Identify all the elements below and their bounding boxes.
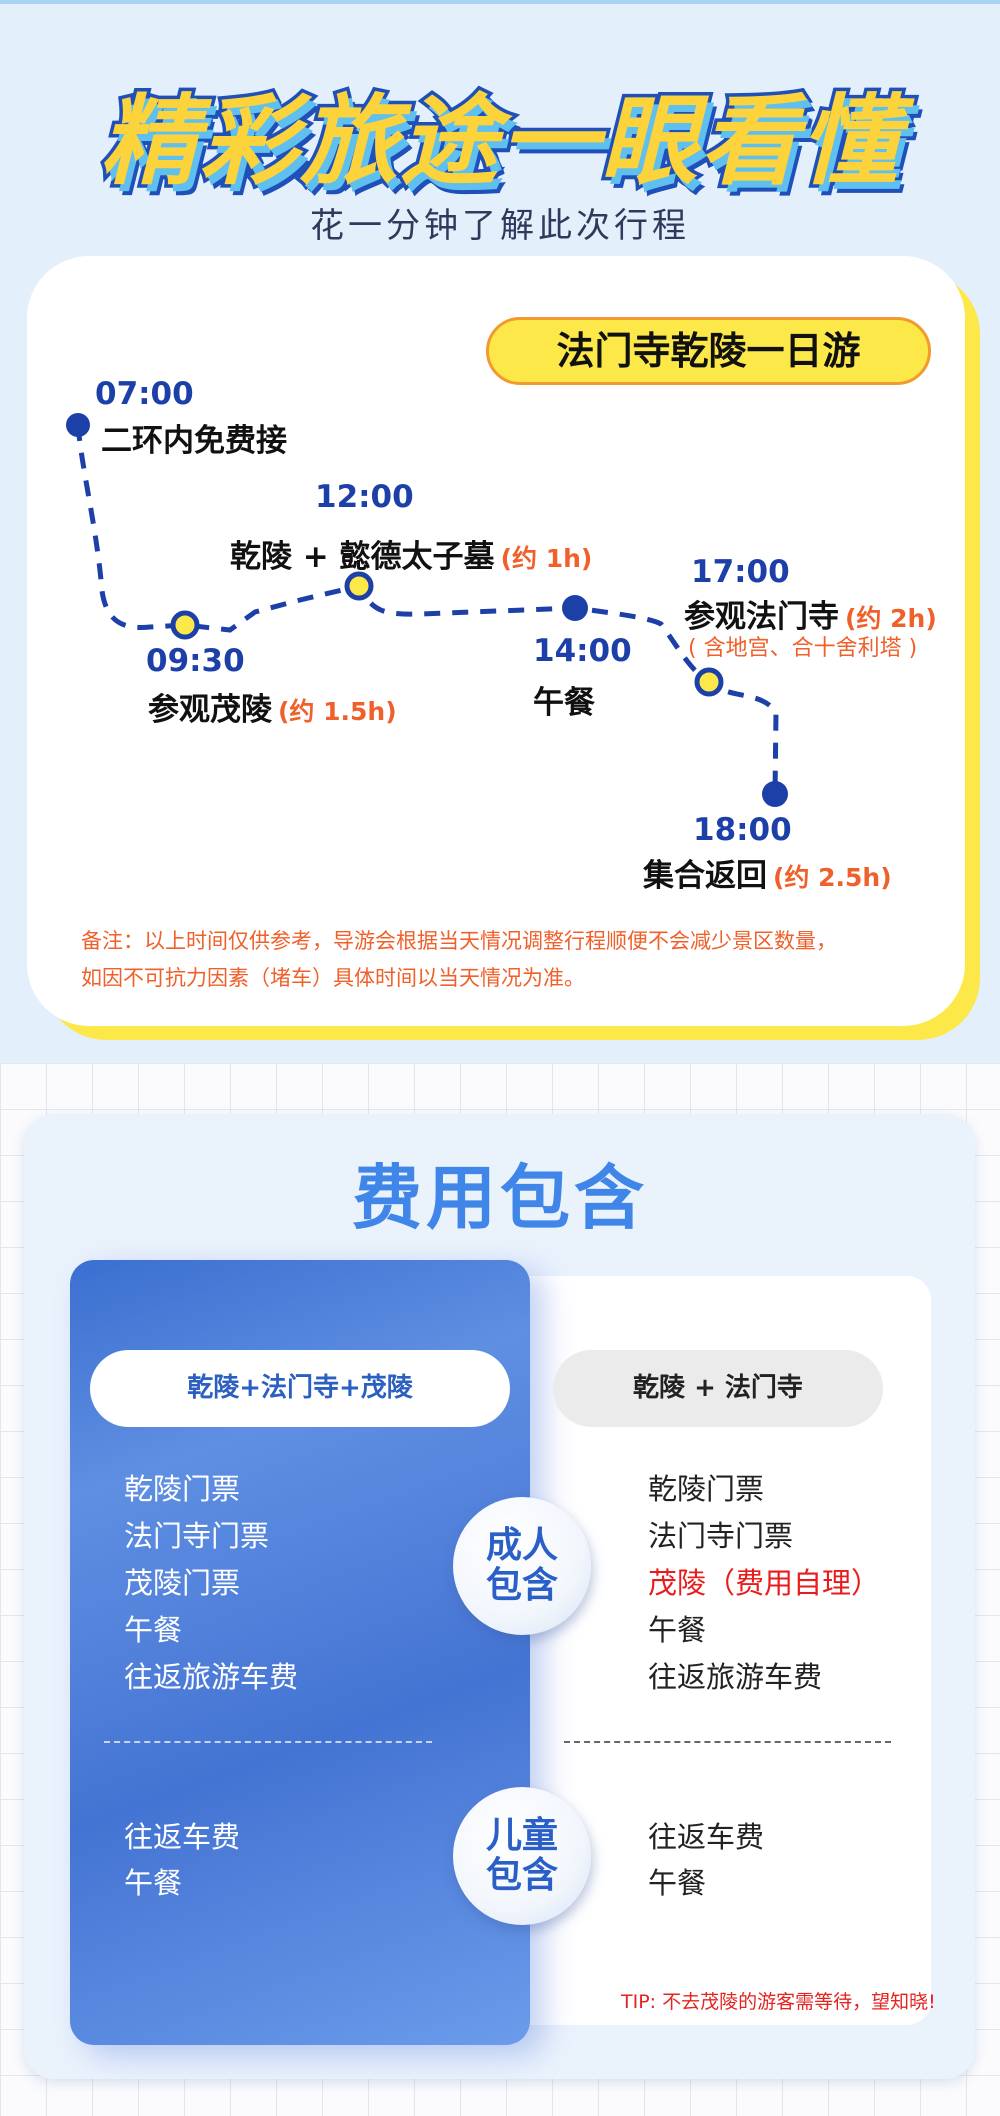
tip-text: TIP: 不去茂陵的游客需等待，望知晓! (621, 1991, 936, 2013)
stop-place-label: 参观法门寺 (684, 599, 839, 635)
adult-included-badge: 成人 包含 (453, 1497, 591, 1635)
adult-item-excluded: 茂陵（费用自理） (648, 1566, 881, 1600)
stop-time: 12:00 (315, 479, 414, 515)
package-name-full: 乾陵+法门寺+茂陵 (90, 1350, 510, 1427)
adult-item: 午餐 (648, 1613, 707, 1647)
stop-duration: (约 2h) (845, 604, 937, 633)
adult-item: 乾陵门票 (648, 1472, 765, 1506)
route-dot-1800 (762, 781, 788, 807)
route-dot-1700 (694, 667, 724, 697)
stop-place: 乾陵 + 懿德太子墓(约 1h) (230, 531, 592, 576)
route-path (75, 424, 779, 795)
stop-time: 07:00 (95, 376, 194, 412)
stop-duration: (约 2.5h) (773, 863, 892, 892)
stop-time: 14:00 (533, 633, 632, 669)
stop-place-label: 午餐 (533, 685, 595, 721)
fees-title: 费用包含 (352, 1157, 648, 1239)
child-item: 午餐 (648, 1866, 707, 1900)
stop-time: 18:00 (693, 812, 792, 848)
child-item: 午餐 (124, 1866, 183, 1900)
child-item: 往返车费 (124, 1820, 241, 1854)
stop-time: 17:00 (691, 554, 790, 590)
stop-detail: ( 含地宫、合十舍利塔 ) (688, 636, 918, 661)
child-included-badge: 儿童 包含 (453, 1787, 591, 1925)
tour-name-badge: 法门寺乾陵一日游 (486, 317, 931, 385)
stop-place-label: 集合返回 (643, 858, 767, 894)
adult-item: 法门寺门票 (124, 1519, 270, 1553)
child-item: 往返车费 (648, 1820, 765, 1854)
stop-place-label: 乾陵 + 懿德太子墓 (230, 539, 495, 575)
badge-line: 成人 (485, 1525, 558, 1566)
note-line-2: 如因不可抗力因素（堵车）具体时间以当天情况为准。 (81, 966, 585, 990)
page-subtitle: 花一分钟了解此次行程 (310, 206, 690, 246)
route-map (66, 413, 788, 807)
stop-duration: (约 1.5h) (278, 697, 397, 726)
adult-item: 茂陵门票 (124, 1566, 241, 1600)
note-line-1: 备注：以上时间仅供参考，导游会根据当天情况调整行程顺便不会减少景区数量， (81, 929, 837, 953)
stop-place: 参观法门寺(约 2h) (684, 591, 937, 636)
stop-time: 09:30 (146, 643, 245, 679)
adult-item: 午餐 (124, 1613, 183, 1647)
stop-place-label: 参观茂陵 (148, 692, 272, 728)
divider (104, 1741, 432, 1743)
adult-item: 往返旅游车费 (648, 1660, 823, 1694)
route-dot-1400 (562, 595, 588, 621)
page-title: 精彩旅途一眼看懂 (96, 82, 901, 203)
badge-line: 包含 (485, 1565, 558, 1606)
route-dot-1200 (344, 571, 374, 601)
adult-item: 往返旅游车费 (124, 1660, 299, 1694)
stop-place: 二环内免费接 (101, 415, 287, 460)
badge-line: 儿童 (485, 1815, 558, 1856)
route-dot-0930 (170, 610, 200, 640)
stop-place: 集合返回(约 2.5h) (643, 850, 892, 895)
badge-line: 包含 (485, 1855, 558, 1896)
stop-place-label: 二环内免费接 (101, 423, 287, 459)
adult-item: 乾陵门票 (124, 1472, 241, 1506)
adult-item: 法门寺门票 (648, 1519, 794, 1553)
stop-place: 午餐 (533, 677, 595, 722)
divider (564, 1741, 891, 1743)
stop-duration: (约 1h) (500, 544, 593, 573)
route-dot-0700 (66, 413, 90, 437)
package-name-basic: 乾陵 + 法门寺 (553, 1350, 883, 1427)
stop-place: 参观茂陵(约 1.5h) (148, 684, 397, 729)
